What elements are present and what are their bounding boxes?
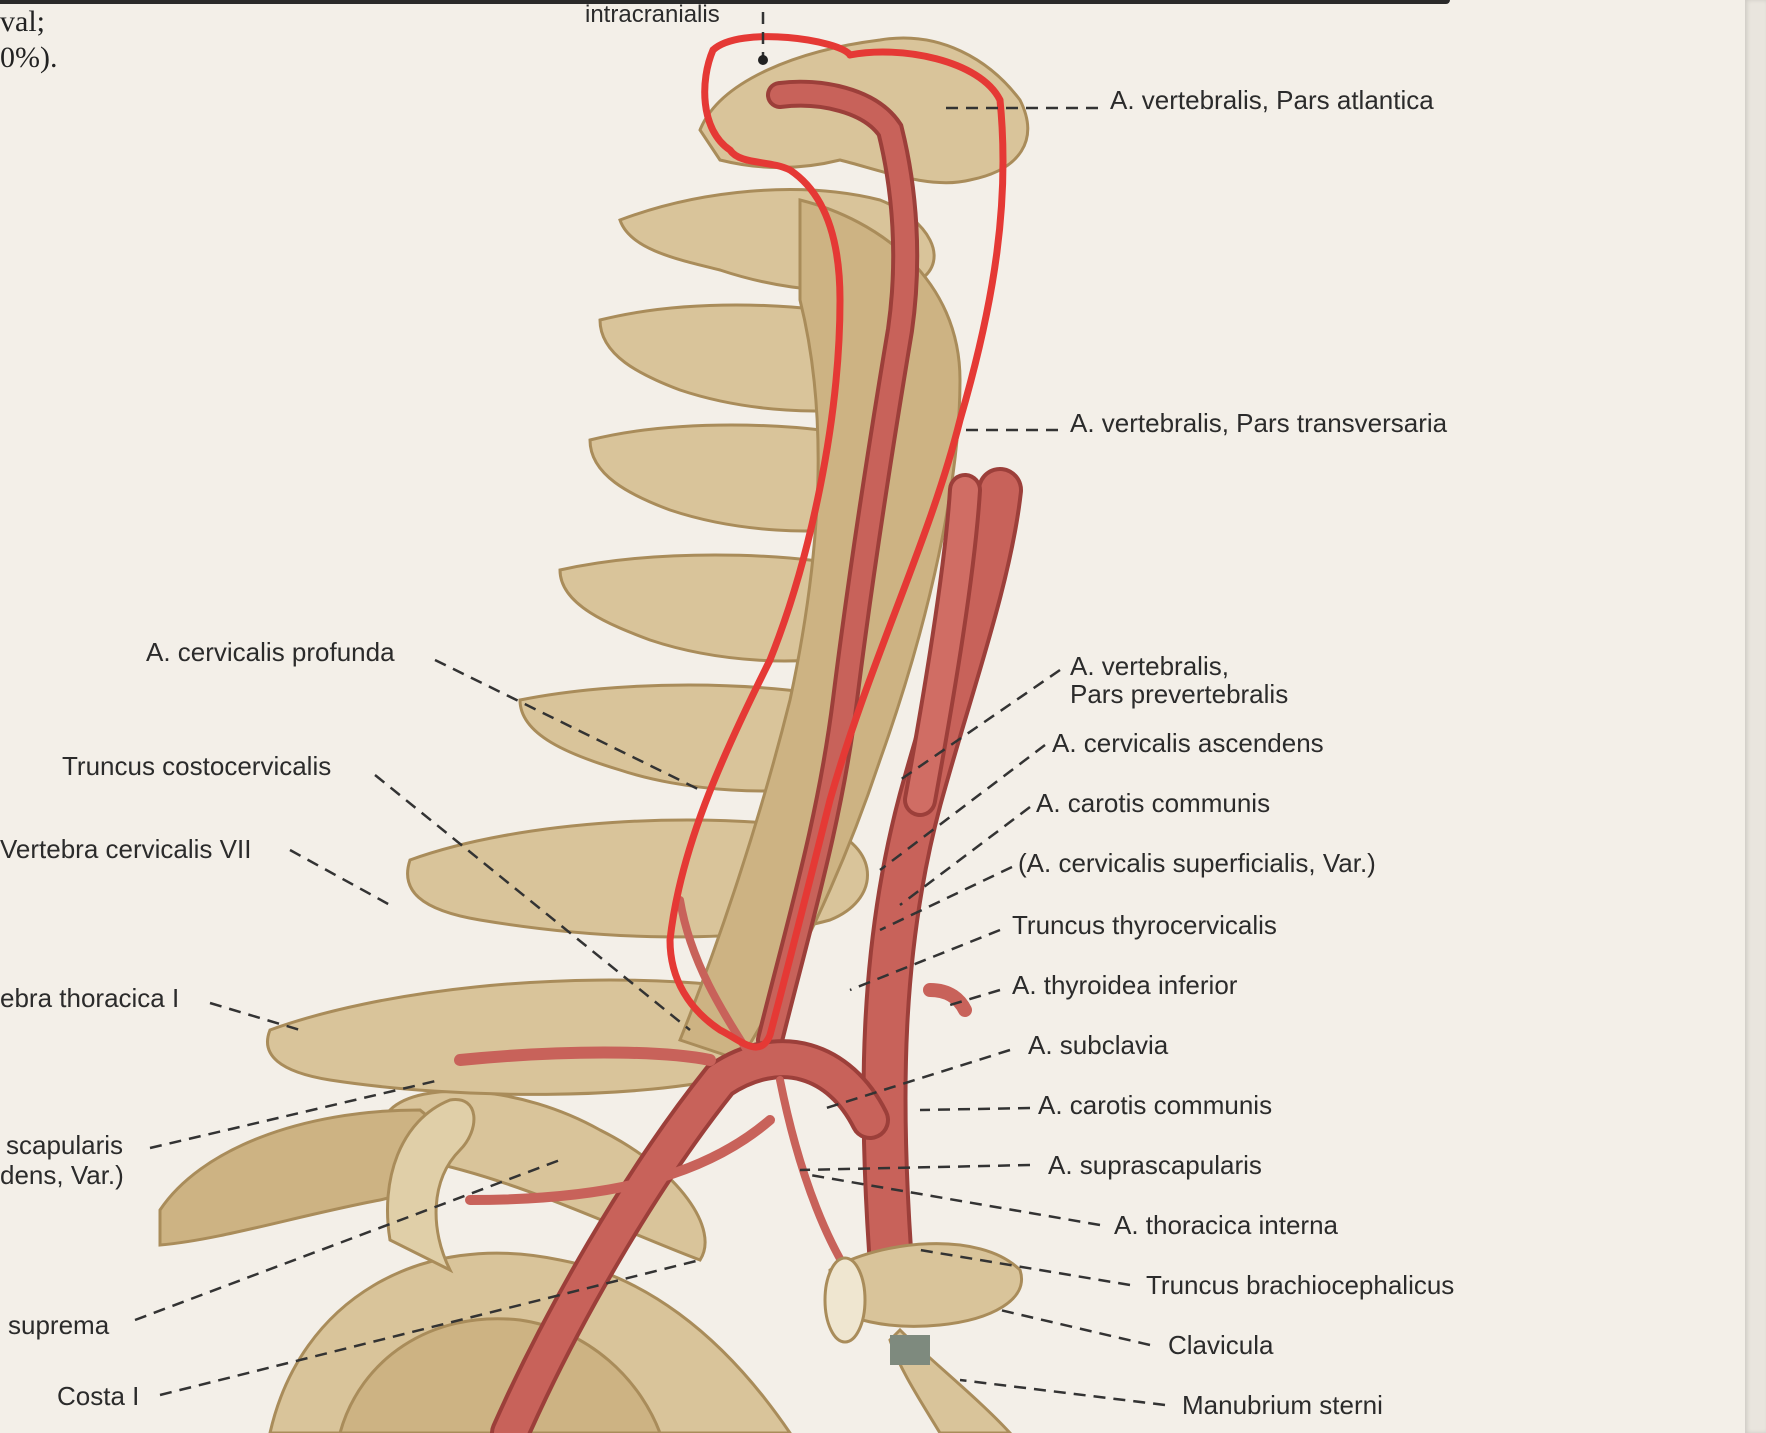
vertebral-column (266, 36, 1030, 1096)
clavicle (823, 1242, 1023, 1433)
label-scapularis-line2: dens, Var.) (0, 1160, 124, 1190)
label-carotis-communis-lower: A. carotis communis (1038, 1090, 1273, 1120)
label-pars-atlantica: A. vertebralis, Pars atlantica (1110, 85, 1434, 115)
label-suprema: suprema (8, 1310, 110, 1340)
label-vertebra-thoracica-i: ebra thoracica I (0, 983, 180, 1013)
scapula-bone (386, 1098, 476, 1274)
label-pars-transversaria: A. vertebralis, Pars transversaria (1070, 408, 1448, 438)
label-truncus-thyrocervicalis: Truncus thyrocervicalis (1012, 910, 1277, 940)
label-clavicula: Clavicula (1168, 1330, 1274, 1360)
label-intracranialis: intracranialis (585, 1, 720, 28)
label-thoracica-interna: A. thoracica interna (1114, 1210, 1339, 1240)
label-subclavia: A. subclavia (1028, 1030, 1169, 1060)
label-carotis-communis-upper: A. carotis communis (1036, 788, 1271, 818)
label-pars-prevertebralis-line2: Pars prevertebralis (1070, 679, 1289, 709)
carotid-vessels (454, 467, 1023, 1433)
label-truncus-costocervicalis: Truncus costocervicalis (62, 751, 332, 781)
label-cervicalis-profunda: A. cervicalis profunda (146, 637, 395, 667)
top-edge-bar (0, 0, 1450, 4)
label-costa-i: Costa I (57, 1381, 140, 1411)
pointer-dot (758, 55, 768, 65)
label-cervicalis-superficialis: (A. cervicalis superficialis, Var.) (1018, 848, 1376, 878)
page-text-line-2: 0%). (0, 41, 58, 74)
highlight-outline (666, 33, 1007, 1051)
right-page-edge (1745, 0, 1766, 1433)
page-text-line-1: val; (0, 5, 45, 38)
leader-lines (134, 12, 1166, 1407)
label-suprascapularis: A. suprascapularis (1048, 1150, 1262, 1180)
label-truncus-brachiocephalicus: Truncus brachiocephalicus (1146, 1270, 1455, 1300)
label-cervicalis-ascendens: A. cervicalis ascendens (1052, 728, 1324, 758)
label-vertebra-cervicalis-vii: Vertebra cervicalis VII (0, 834, 252, 864)
label-scapularis-line1: scapularis (6, 1130, 124, 1160)
label-pars-prevertebralis-line1: A. vertebralis, (1070, 651, 1229, 681)
label-manubrium-sterni: Manubrium sterni (1182, 1390, 1383, 1420)
label-thyroidea-inferior: A. thyroidea inferior (1012, 970, 1238, 1000)
